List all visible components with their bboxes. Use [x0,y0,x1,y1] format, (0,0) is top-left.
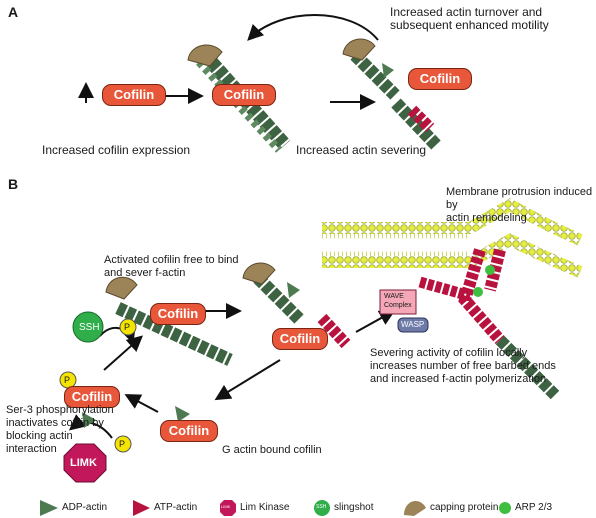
actin-network [418,248,560,400]
ssh-text: SSH [79,322,100,333]
cofilin-node: Cofilin [102,84,166,106]
label-activated-cofilin: Activated cofilin free to bind and sever… [104,254,239,279]
arp23-icon [499,502,511,514]
wasp-box [397,317,429,333]
arp23-icon [473,287,483,297]
limk-text: LIMK [70,457,97,469]
actin-filament-a2 [342,38,441,150]
adp-actin-icon [82,412,96,428]
wave-complex-text: WAVE Complex [384,293,412,309]
phospho-text: P [119,439,126,449]
wasp-text: WASP [401,320,425,329]
actin-filament-b2 [242,262,351,349]
phospho-text: P [124,322,131,332]
capping-protein-icon [187,44,223,67]
lim-kinase-icon [220,500,236,516]
phospho-text: P [64,375,71,385]
membrane-bilayer [322,198,583,278]
label-actin-turnover: Increased actin turnover and subsequent … [390,5,549,32]
cofilin-node: Cofilin [408,68,472,90]
legend-capping-protein: capping protein [430,502,499,513]
cofilin-node: Cofilin [64,386,120,408]
panel-b-arrows [68,303,396,439]
phospho-icon [119,318,137,336]
slingshot-icon [72,311,104,343]
label-actin-severing: Increased actin severing [296,143,427,157]
legend-lim-kinase: Lim Kinase [240,502,290,513]
phospho-icon [114,435,132,453]
panel-b-label: B [8,176,19,192]
label-severing-activity: Severing activity of cofilin locally inc… [370,347,556,385]
actin-filament-b1 [105,276,233,366]
legend-atp-actin: ATP-actin [154,502,198,513]
lim-kinase-icon [63,443,107,483]
legend-adp-actin: ADP-actin [62,502,108,513]
g-actin-icon [175,406,190,422]
legend-arp23: ARP 2/3 [515,502,553,513]
capping-protein-icon [242,262,276,285]
capping-protein-icon [404,500,426,516]
capping-protein-icon [105,276,138,300]
adp-actin-icon [40,500,58,516]
cofilin-node: Cofilin [150,303,206,325]
capping-protein-icon [342,38,376,61]
slingshot-icon [314,500,330,516]
atp-actin-icon [133,500,150,516]
label-ser3-phosphorylation: Ser-3 phosphorylation inactivates cofili… [6,404,114,455]
legend-slingshot: slingshot [334,502,374,513]
cofilin-node: Cofilin [212,84,276,106]
legend-ssh-badge: SSH [316,504,327,510]
label-cofilin-expression: Increased cofilin expression [42,143,191,157]
legend-icons [40,500,511,516]
panel-a-arrows [78,14,379,110]
cofilin-node: Cofilin [272,328,328,350]
legend-limk-badge: LIMK [221,504,231,509]
cofilin-node: Cofilin [160,420,218,442]
label-g-actin-cofilin: G actin bound cofilin [222,444,322,456]
arp23-icon [485,265,495,275]
panel-a-label: A [8,4,19,20]
label-membrane-protrusion: Membrane protrusion induced by actin rem… [446,186,593,224]
wave-complex-box [379,289,417,315]
